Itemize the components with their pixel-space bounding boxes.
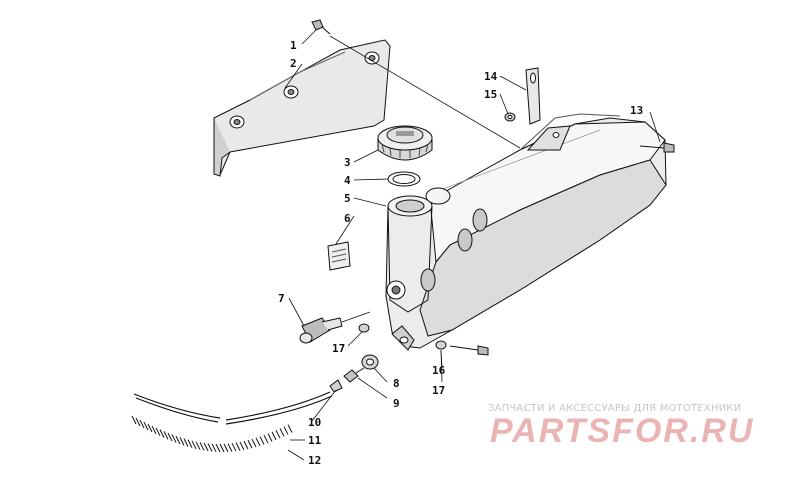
hose-clamp — [329, 379, 343, 393]
hose-fitting — [343, 367, 365, 383]
washer-17a — [358, 323, 370, 333]
callout-17a: 17 — [332, 342, 345, 355]
callout-9: 9 — [393, 397, 400, 410]
fuel-tank — [385, 113, 667, 351]
watermark-tagline: ЗАПЧАСТИ И АКСЕССУАРЫ ДЛЯ МОТОТЕХНИКИ — [488, 403, 742, 414]
callout-17b: 17 — [432, 384, 445, 397]
callout-6: 6 — [344, 212, 351, 225]
fuel-valve — [299, 311, 371, 344]
watermark-logo-text: PARTSFOR.RU — [490, 412, 754, 450]
washer-17b — [435, 340, 447, 350]
callout-3: 3 — [344, 156, 351, 169]
leader-line-1 — [329, 35, 521, 149]
bolt-1 — [311, 19, 331, 35]
warning-label — [327, 241, 351, 271]
callout-5: 5 — [344, 192, 351, 205]
callout-12: 12 — [308, 454, 321, 467]
cap-gasket — [387, 171, 421, 187]
strap-14 — [525, 67, 541, 125]
heat-shield — [213, 39, 391, 177]
callout-4: 4 — [344, 174, 351, 187]
callout-1: 1 — [290, 39, 297, 52]
coil-hose — [131, 415, 293, 453]
callout-labels: 1 2 3 4 5 6 7 8 9 10 11 12 13 14 15 16 1… — [278, 39, 643, 467]
callout-14: 14 — [484, 70, 498, 83]
bolt-16 — [449, 345, 489, 356]
callout-7: 7 — [278, 292, 285, 305]
callout-16: 16 — [432, 364, 446, 377]
grommet — [361, 354, 379, 370]
callout-11: 11 — [308, 434, 322, 447]
callout-13: 13 — [630, 104, 643, 117]
fuel-line — [133, 391, 333, 425]
nut-15 — [504, 112, 516, 122]
callout-15: 15 — [484, 88, 497, 101]
bolt-13 — [639, 142, 675, 153]
callout-leaders — [284, 29, 661, 461]
fuel-cap — [377, 125, 433, 161]
watermark-logo: PARTSFOR.RU — [490, 412, 754, 450]
callout-2: 2 — [290, 57, 297, 70]
callout-10: 10 — [308, 416, 321, 429]
callout-8: 8 — [393, 377, 400, 390]
